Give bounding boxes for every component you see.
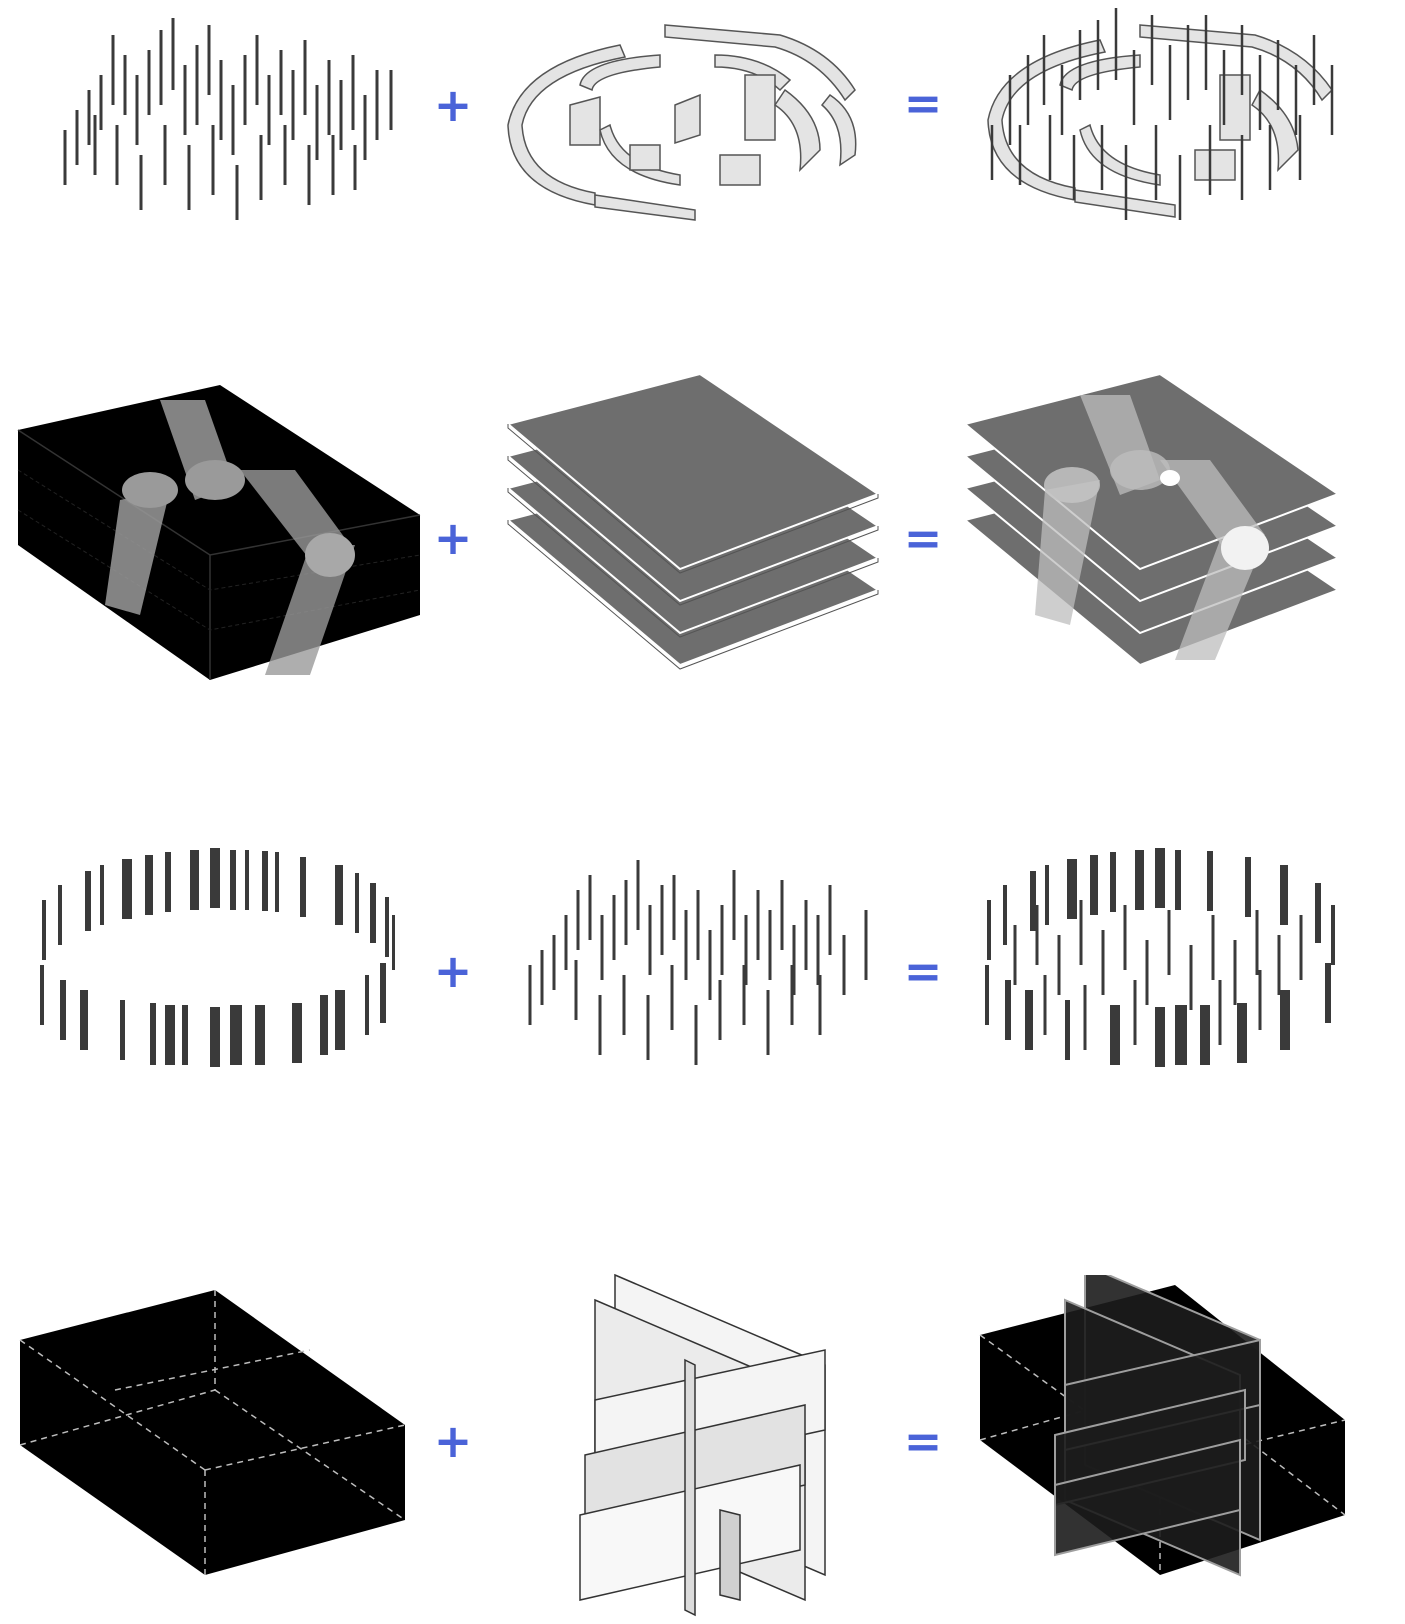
row1-middle-curved-walls (500, 15, 875, 230)
row1-left-posts (55, 15, 415, 230)
row3-left-fin-ring (30, 845, 410, 1070)
plus-operator: + (428, 515, 478, 561)
posts-field-icon (55, 15, 415, 230)
row3-middle-posts (520, 855, 880, 1070)
box-with-cross-walls-icon (975, 1275, 1350, 1595)
equation-row-2: + = (0, 370, 1405, 710)
plus-operator: + (428, 82, 478, 128)
equation-row-3: + = (0, 840, 1405, 1080)
equation-row-4: + = (0, 1270, 1405, 1624)
posts-and-walls-icon (980, 5, 1350, 230)
row4-left-black-box (15, 1280, 415, 1580)
row4-middle-cross-walls (570, 1270, 850, 1620)
black-box-icon (15, 1280, 415, 1580)
row2-right-combined (960, 370, 1345, 680)
equals-operator: = (898, 515, 948, 561)
fin-ring-icon (30, 845, 410, 1070)
curved-walls-icon (500, 15, 875, 230)
row1-right-combined (980, 5, 1350, 230)
stacked-slabs-icon (500, 370, 885, 680)
equation-row-1: + = (0, 0, 1405, 240)
plus-operator: + (428, 948, 478, 994)
slabs-with-voids-icon (960, 370, 1345, 680)
row2-left-box (10, 375, 430, 695)
ring-and-posts-icon (975, 845, 1350, 1075)
cross-walls-icon (570, 1270, 850, 1620)
posts-field-icon (520, 855, 880, 1070)
row4-right-combined (975, 1275, 1350, 1595)
row3-right-combined (975, 845, 1350, 1075)
equals-operator: = (898, 948, 948, 994)
equals-operator: = (898, 1418, 948, 1464)
solid-box-icon (10, 375, 430, 695)
plus-operator: + (428, 1418, 478, 1464)
equals-operator: = (898, 80, 948, 126)
row2-middle-slabs (500, 370, 885, 680)
